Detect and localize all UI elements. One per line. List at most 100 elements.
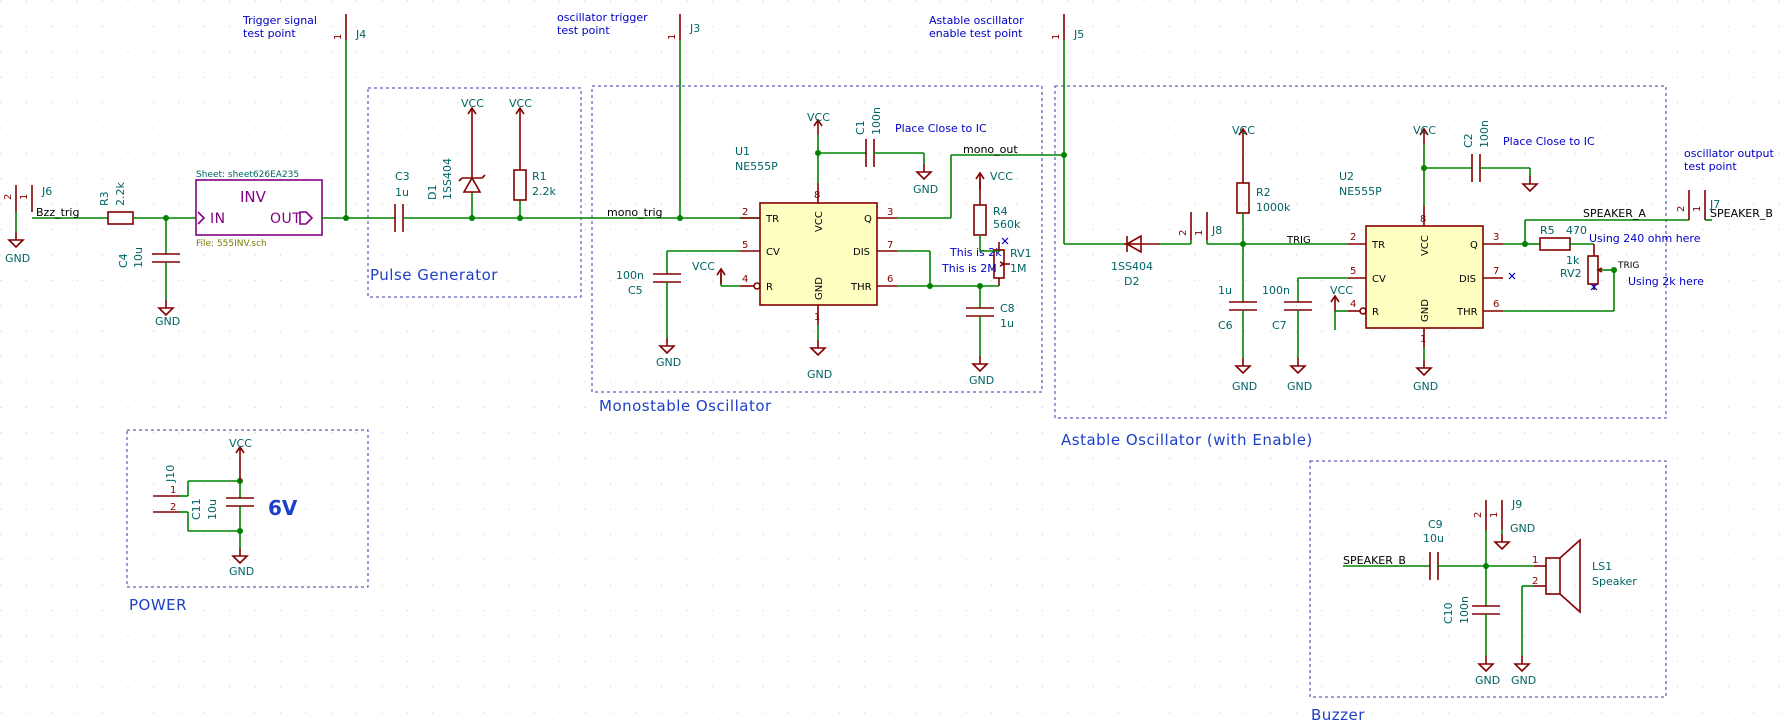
sheet-inv[interactable] [195, 179, 323, 236]
svg-text:2: 2 [1532, 576, 1538, 587]
vcc-label: VCC [807, 111, 830, 124]
u1-pin-q: Q [864, 214, 872, 225]
svg-text:1: 1 [333, 34, 344, 40]
j7-ref: J7 [1709, 198, 1720, 211]
u2-pin-r: R [1372, 307, 1379, 318]
u2-pin-q: Q [1470, 240, 1478, 251]
ls1-value: Speaker [1592, 575, 1637, 588]
u1-pin-2: 2 [742, 207, 748, 218]
sheet-title: INV [240, 188, 267, 206]
note-osc-out-tp-2: test point [1684, 160, 1737, 173]
c8-ref: C8 [1000, 302, 1015, 315]
ic-u2[interactable] [1365, 225, 1484, 329]
group-label-buzzer: Buzzer [1311, 706, 1365, 724]
j6-ref: J6 [41, 185, 52, 198]
u1-pin-thr: THR [850, 282, 872, 293]
buzzer-box [1309, 460, 1667, 698]
j5-ref: J5 [1073, 28, 1084, 41]
gnd-label: GND [1232, 380, 1257, 393]
pulse-generator-box [367, 87, 582, 298]
gnd-label: GND [807, 368, 832, 381]
u1-pin-6: 6 [887, 274, 893, 285]
power-box [126, 429, 369, 588]
r3-ref: R3 [98, 191, 111, 206]
rv1-value: 1M [1010, 262, 1027, 275]
u2-pin-5: 5 [1350, 266, 1356, 277]
speaker-ls1 [1545, 557, 1561, 595]
j10-ref: J10 [164, 465, 177, 483]
group-label-pulse: Pulse Generator [370, 266, 498, 284]
svg-text:2: 2 [1676, 206, 1687, 212]
gnd-label: GND [1413, 380, 1438, 393]
u1-pin-r: R [766, 282, 773, 293]
d2-value: 1SS404 [1111, 260, 1153, 273]
gnd-label: GND [5, 252, 30, 265]
monostable-box [591, 85, 1043, 393]
note-using-2k: Using 2k here [1628, 275, 1704, 288]
group-label-power: POWER [129, 596, 187, 614]
u1-pin-gnd: GND [814, 277, 825, 300]
c3-ref: C3 [395, 170, 410, 183]
c11-value: 10u [206, 499, 219, 520]
u1-pin-8: 8 [814, 190, 820, 201]
u1-pin-3: 3 [887, 207, 893, 218]
u2-pin-cv: CV [1372, 274, 1386, 285]
u2-pin-1: 1 [1420, 334, 1426, 345]
svg-text:1: 1 [1532, 555, 1538, 566]
j4-ref: J4 [355, 28, 366, 41]
vcc-label: VCC [990, 170, 1013, 183]
vcc-label: VCC [461, 97, 484, 110]
gnd-label: GND [969, 374, 994, 387]
j3-ref: J3 [689, 22, 700, 35]
connector-j6: 2 1 J6 [3, 185, 52, 212]
rv2-value: 1k [1566, 254, 1580, 267]
note-place-close-2: Place Close to IC [1503, 135, 1595, 148]
svg-text:2: 2 [1178, 230, 1189, 236]
svg-text:2: 2 [170, 502, 176, 513]
note-osc-trig-tp-2: test point [557, 24, 610, 37]
vcc-label: VCC [1413, 124, 1436, 137]
u1-pin-4: 4 [742, 274, 748, 285]
note-this-is-2m: This is 2M [941, 262, 997, 275]
c3-value: 1u [395, 186, 409, 199]
c9-value: 10u [1423, 532, 1444, 545]
gnd-label: GND [155, 315, 180, 328]
c1-ref: C1 [854, 120, 867, 135]
c5-value: 100n [616, 269, 644, 282]
vcc-label: VCC [509, 97, 532, 110]
c7-ref: C7 [1272, 319, 1287, 332]
svg-text:1: 1 [1692, 206, 1703, 212]
note-trigger-tp-1: Trigger signal [242, 14, 317, 27]
svg-text:1: 1 [170, 485, 176, 496]
note-trigger-tp-2: test point [243, 27, 296, 40]
svg-text:1: 1 [667, 34, 678, 40]
u1-pin-5: 5 [742, 240, 748, 251]
sheet-pin-out: OUT [270, 211, 301, 227]
group-label-monostable: Monostable Oscillator [599, 397, 772, 415]
j9-ref: J9 [1511, 498, 1522, 511]
d2-ref: D2 [1124, 275, 1139, 288]
vcc-label: VCC [1330, 284, 1353, 297]
c6-ref: C6 [1218, 319, 1233, 332]
c8-value: 1u [1000, 317, 1014, 330]
c4-value: 10u [132, 247, 145, 268]
gnd-label: GND [1510, 522, 1535, 535]
net-mono-out: mono_out [963, 143, 1018, 156]
c7-value: 100n [1262, 284, 1290, 297]
c1-value: 100n [870, 107, 883, 135]
note-astable-tp-2: enable test point [929, 27, 1023, 40]
note-this-is-2k: This is 2k [949, 246, 1002, 259]
gnd-label: GND [229, 565, 254, 578]
u2-pin-dis: DIS [1459, 274, 1476, 285]
net-trig: TRIG [1286, 235, 1311, 246]
svg-text:1: 1 [1051, 34, 1062, 40]
c10-ref: C10 [1442, 602, 1455, 624]
vcc-label: VCC [229, 437, 252, 450]
r5-value: 470 [1566, 224, 1587, 237]
c2-value: 100n [1478, 120, 1491, 148]
group-label-astable: Astable Oscillator (with Enable) [1061, 431, 1313, 449]
net-bzz-trig: Bzz_trig [36, 206, 79, 219]
gnd-label: GND [1475, 674, 1500, 687]
connector-j10: 1 2 J10 [153, 465, 180, 513]
